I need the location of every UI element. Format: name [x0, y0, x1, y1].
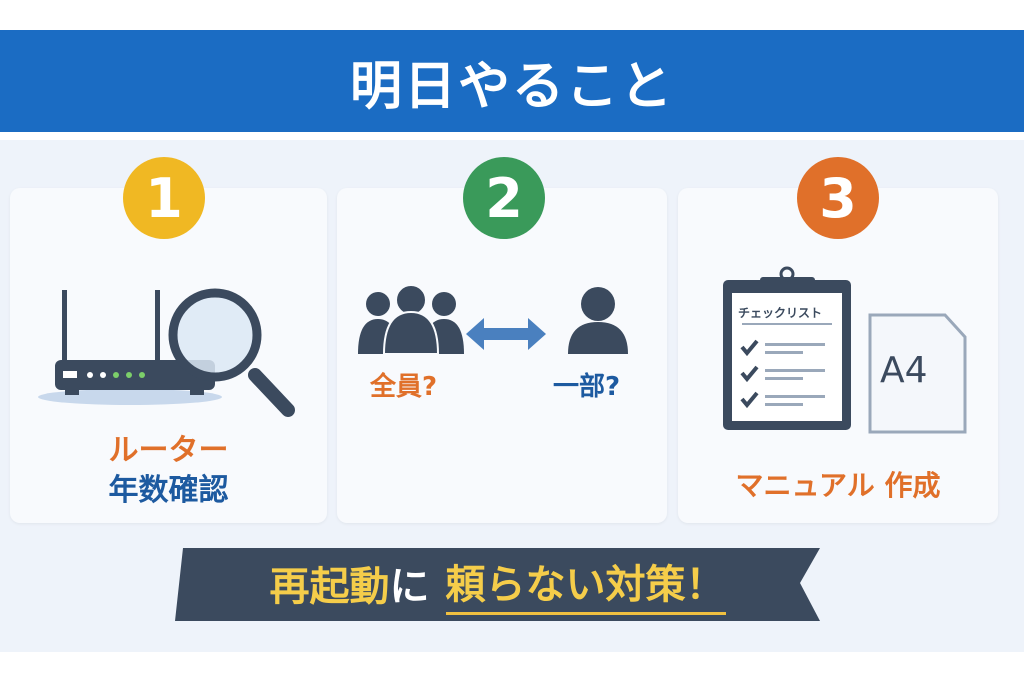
a4-paper-label: A4	[880, 350, 928, 391]
banner-text-restart: 再起動	[269, 564, 390, 610]
page-title: 明日やること	[349, 56, 674, 117]
label-some: 一部?	[553, 372, 621, 402]
step-number-1: 1	[123, 157, 205, 239]
step1-label-check-age: 年数確認	[108, 473, 229, 508]
step-number-3: 3	[797, 157, 879, 239]
step-card-2	[337, 188, 667, 523]
group-vs-individual-icon	[358, 284, 628, 355]
title-bar: 明日やること	[0, 30, 1024, 132]
checklist-title: チェックリスト	[738, 306, 823, 320]
label-everyone: 全員?	[370, 372, 438, 402]
step3-label-manual: マニュアル 作成	[735, 469, 941, 502]
banner-text-ni: に	[389, 564, 430, 610]
clipboard-checklist-icon	[723, 266, 967, 434]
router-magnifier-icon	[38, 288, 295, 417]
conclusion-banner: 再起動 に 頼らない対策！	[175, 545, 820, 621]
banner-text-measure: 頼らない対策！	[445, 552, 726, 615]
step-number-2: 2	[463, 157, 545, 239]
step1-label-router: ルーター	[108, 433, 229, 468]
